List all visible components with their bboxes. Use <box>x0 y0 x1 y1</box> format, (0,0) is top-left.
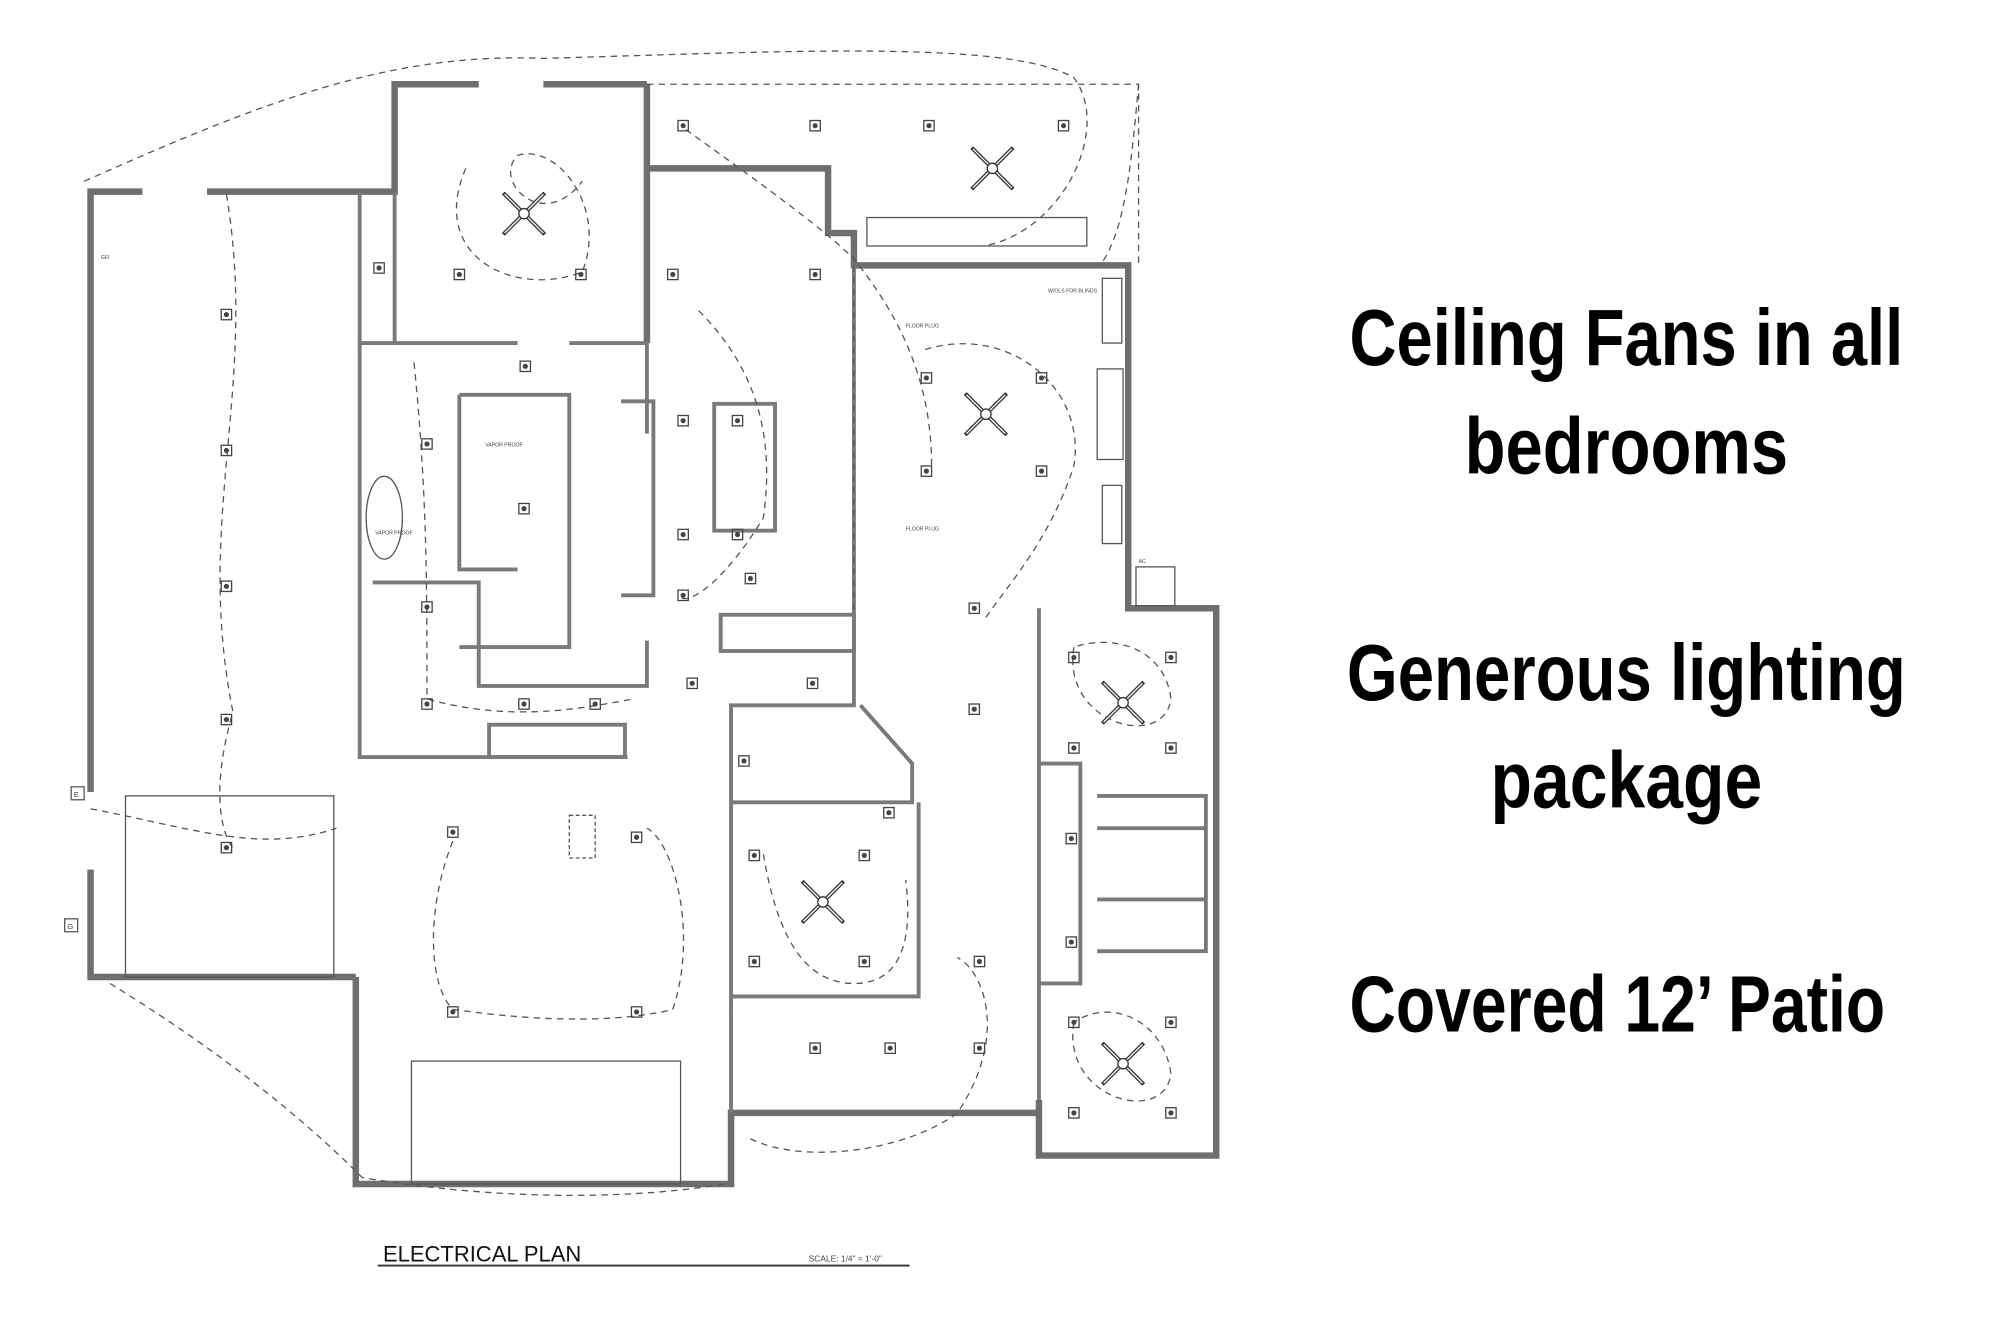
recessed-light-icon <box>518 698 530 710</box>
recessed-light-icon <box>1057 119 1070 132</box>
recessed-light-icon <box>220 444 233 457</box>
recessed-light-icon <box>630 1006 643 1018</box>
recessed-light-icon <box>1068 1016 1080 1029</box>
recessed-light-icon <box>731 414 744 427</box>
g-label: G <box>67 922 73 931</box>
e-label: E <box>74 790 79 799</box>
recessed-light-icon <box>884 1042 896 1055</box>
recessed-light-icon <box>677 119 689 132</box>
floor-plug-label-2: FLOOR PLUG <box>906 527 939 533</box>
recessed-light-icon <box>1065 936 1078 948</box>
recessed-light-icon <box>968 602 981 615</box>
feature-3-line-1: Covered 12’ Patio <box>1349 958 1885 1048</box>
ceiling-fans <box>501 146 1146 1086</box>
plugs-blinds-label: W/OLS FOR BLINDS <box>1048 289 1098 295</box>
feature-2-line-2: package <box>1491 735 1763 825</box>
recessed-light-icon <box>1068 742 1080 754</box>
recessed-light-icon <box>1035 372 1048 384</box>
recessed-light-icon <box>630 831 643 844</box>
recessed-light-icon <box>858 955 871 968</box>
recessed-light-icon <box>883 806 895 819</box>
ceiling-fan-icon <box>800 879 845 925</box>
ceiling-fan-icon <box>963 392 1008 437</box>
recessed-light-icon <box>809 1042 821 1055</box>
recessed-light-icon <box>421 438 433 450</box>
exterior-walls <box>87 81 1220 1188</box>
recessed-light-icon <box>220 841 233 854</box>
recessed-light-icon <box>373 262 385 274</box>
recessed-light-icon <box>421 601 433 613</box>
plan-title: ELECTRICAL PLAN <box>383 1242 581 1267</box>
recessed-light-icon <box>920 372 933 384</box>
recessed-light-icon <box>1165 1107 1177 1119</box>
recessed-light-icon <box>1165 742 1177 754</box>
ceiling-fan-icon <box>970 146 1015 191</box>
recessed-light-icon <box>421 698 433 710</box>
recessed-light-icon <box>809 119 821 132</box>
recessed-light-icon <box>738 755 750 767</box>
recessed-light-icon <box>589 698 601 710</box>
recessed-light-icon <box>809 268 821 281</box>
recessed-light-icon <box>1068 651 1080 664</box>
recessed-light-icon <box>973 1042 986 1055</box>
recessed-light-icon <box>731 528 744 541</box>
recessed-light-icon <box>686 677 699 690</box>
recessed-light-icon <box>575 268 587 281</box>
patio-outline <box>646 83 1140 615</box>
circuit-lines <box>83 50 1172 1197</box>
vapor-proof-label-2: VAPOR PROOF <box>485 443 522 449</box>
recessed-light-icon <box>920 465 933 477</box>
ac-label: AC <box>1139 559 1146 565</box>
recessed-light-icon <box>677 414 689 427</box>
recessed-light-icon <box>518 502 530 515</box>
plan-scale: SCALE: 1/4" = 1'-0" <box>809 1254 882 1264</box>
ceiling-fan-icon <box>1100 680 1146 725</box>
interior-walls <box>124 191 1208 1185</box>
recessed-light-icon <box>1165 651 1177 664</box>
recessed-lights <box>220 119 1177 1119</box>
vapor-proof-label: VAPOR PROOF <box>375 531 412 537</box>
recessed-light-icon <box>806 677 819 690</box>
recessed-light-icon <box>748 955 761 968</box>
recessed-light-icon <box>1035 465 1048 477</box>
recessed-light-icon <box>453 268 466 281</box>
recessed-light-icon <box>1065 832 1078 845</box>
ceiling-fan-icon <box>501 191 547 236</box>
recessed-light-icon <box>220 308 233 321</box>
floor-plug-label: FLOOR PLUG <box>906 324 939 330</box>
gfi-label: GFI <box>101 255 110 261</box>
recessed-light-icon <box>666 268 679 281</box>
recessed-light-icon <box>677 589 689 602</box>
recessed-light-icon <box>220 713 233 726</box>
g-box <box>64 918 79 933</box>
recessed-light-icon <box>447 826 459 838</box>
feature-2-line-1: Generous lighting <box>1347 627 1906 717</box>
recessed-light-icon <box>858 849 871 862</box>
recessed-light-icon <box>923 119 935 132</box>
recessed-light-icon <box>1068 1107 1080 1119</box>
recessed-light-icon <box>744 572 757 585</box>
recessed-light-icon <box>748 849 761 862</box>
e-box <box>70 786 85 801</box>
recessed-light-icon <box>519 360 532 373</box>
ceiling-fan-icon <box>1100 1041 1146 1086</box>
recessed-light-icon <box>973 955 986 968</box>
recessed-light-icon <box>220 580 233 593</box>
recessed-light-icon <box>447 1006 459 1018</box>
recessed-light-icon <box>1165 1016 1177 1029</box>
feature-1-line-2: bedrooms <box>1465 401 1788 491</box>
recessed-light-icon <box>968 703 981 716</box>
recessed-light-icon <box>677 528 689 541</box>
feature-1-line-1: Ceiling Fans in all <box>1349 292 1903 382</box>
